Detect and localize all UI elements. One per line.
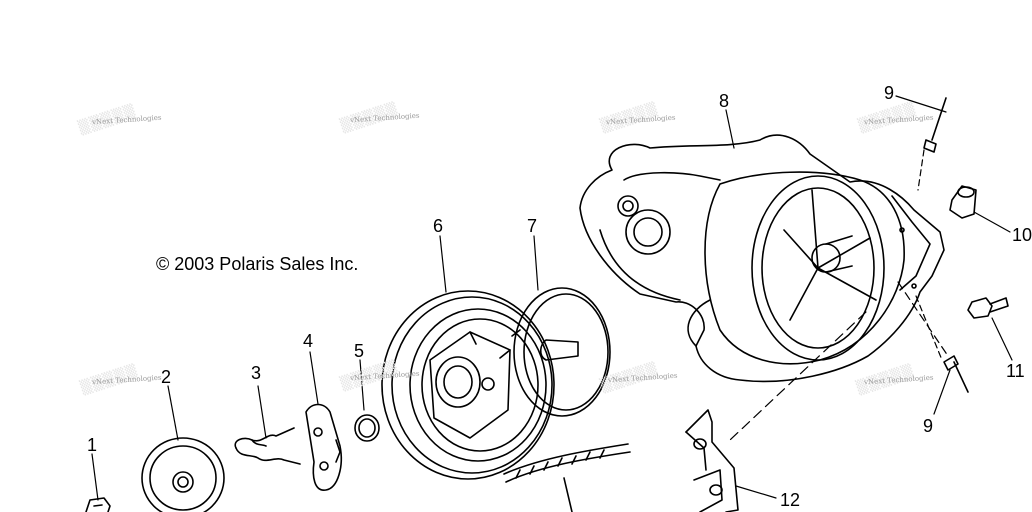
part-1-nut	[85, 497, 111, 512]
part-9-pin-bottom	[943, 355, 969, 393]
callout-7: 7	[527, 216, 538, 236]
callout-6: 6	[433, 216, 444, 236]
callout-2: 2	[161, 367, 172, 387]
part-10-bushing	[949, 185, 977, 219]
part-11-bolt	[967, 297, 1009, 319]
part-7-spring-housing	[511, 287, 611, 417]
callout-4: 4	[303, 331, 314, 351]
callout-3: 3	[251, 363, 262, 383]
callout-9-bottom: 9	[923, 416, 934, 436]
part-2-washer	[141, 437, 225, 512]
callout-11: 11	[1006, 361, 1025, 381]
callout-10: 10	[1012, 225, 1032, 245]
part-4-pawl	[305, 403, 342, 491]
part-6-pulley	[381, 290, 555, 480]
part-9-pin-top	[923, 97, 947, 153]
part-8-housing	[579, 134, 945, 383]
part-3-spring-clip	[234, 427, 301, 465]
callout-8: 8	[719, 91, 730, 111]
leader-lines	[91, 95, 1013, 501]
copyright-notice: © 2003 Polaris Sales Inc.	[156, 254, 359, 274]
starter-rope	[503, 443, 631, 512]
callout-9-top: 9	[884, 83, 895, 103]
callout-12: 12	[780, 490, 801, 510]
part-5-ring	[354, 414, 380, 442]
callout-5: 5	[354, 341, 365, 361]
callout-1: 1	[87, 435, 98, 455]
part-12-bracket	[685, 409, 739, 512]
